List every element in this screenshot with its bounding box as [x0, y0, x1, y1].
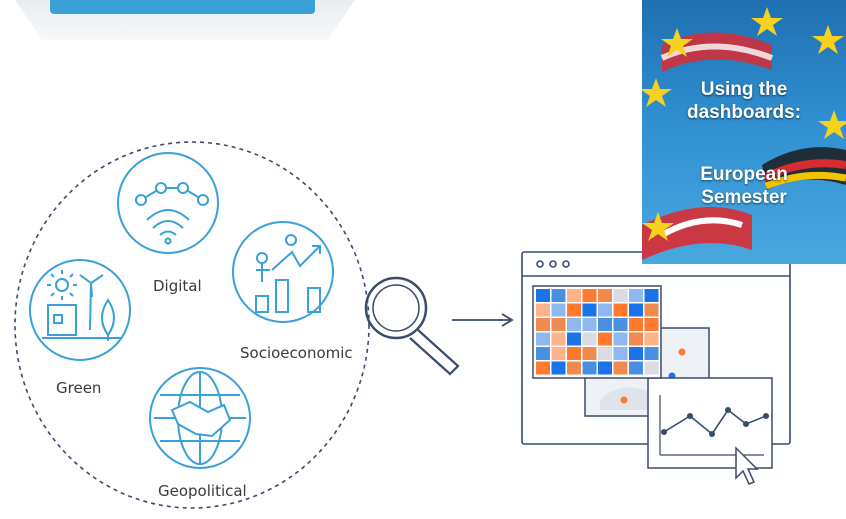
magnifier-icon	[364, 276, 460, 376]
heatmap-cell	[644, 347, 659, 360]
heatmap-cell	[536, 361, 550, 375]
heatmap-cell	[598, 318, 612, 331]
cover-line-2: dashboards:	[686, 102, 802, 123]
heatmap-cell	[567, 361, 581, 375]
heatmap-cell	[582, 347, 597, 360]
green-label: Green	[56, 379, 102, 397]
heatmap-cell	[598, 332, 612, 346]
flags-stars-art	[642, 7, 846, 260]
heatmap-cell	[582, 318, 597, 331]
heatmap-cell	[629, 318, 643, 331]
heatmap-cell	[551, 303, 566, 317]
heatmap-cell	[644, 318, 659, 331]
socioeconomic-label: Socioeconomic	[240, 344, 353, 362]
heatmap-panel	[532, 285, 662, 379]
heatmap-cell	[536, 303, 550, 317]
european-semester-cover[interactable]: Using the dashboards: European Semester	[642, 0, 846, 264]
heatmap-cell	[598, 289, 612, 302]
heatmap-cell	[644, 361, 659, 375]
heatmap-cell	[551, 318, 566, 331]
socioeconomic-icon	[232, 221, 334, 323]
digital-icon	[117, 152, 219, 254]
heatmap-cell	[598, 361, 612, 375]
heatmap-cell	[582, 289, 597, 302]
heatmap-cell	[536, 347, 550, 360]
cover-line-3: European	[700, 164, 788, 185]
heatmap-cell	[551, 332, 566, 346]
heatmap-cell	[567, 347, 581, 360]
green-icon	[29, 259, 131, 361]
heatmap-cell	[629, 361, 643, 375]
heatmap-cell	[629, 303, 643, 317]
heatmap-cell	[613, 318, 628, 331]
heatmap-cell	[613, 303, 628, 317]
heatmap-cell	[567, 318, 581, 331]
heatmap-cell	[644, 332, 659, 346]
arrow-icon	[452, 313, 514, 327]
heatmap-cell	[567, 289, 581, 302]
heatmap-cell	[613, 347, 628, 360]
digital-label: Digital	[153, 277, 202, 295]
heatmap-cell	[582, 332, 597, 346]
heatmap-cell	[613, 289, 628, 302]
heatmap-cell	[598, 347, 612, 360]
cover-line-4: Semester	[701, 187, 787, 208]
heatmap-cell	[629, 347, 643, 360]
heatmap-cell	[582, 303, 597, 317]
heatmap-cell	[598, 303, 612, 317]
themes-dashed-circle	[14, 141, 370, 509]
heatmap-cell	[644, 303, 659, 317]
heatmap-cell	[613, 332, 628, 346]
geopolitical-label: Geopolitical	[158, 482, 247, 500]
heatmap-cell	[567, 303, 581, 317]
heatmap-cell	[582, 361, 597, 375]
heatmap-cell	[536, 289, 550, 302]
heatmap-cell	[551, 347, 566, 360]
heatmap-cell	[551, 289, 566, 302]
heatmap-cell	[567, 332, 581, 346]
heatmap-cell	[551, 361, 566, 375]
heatmap-cell	[629, 289, 643, 302]
heatmap-cell	[536, 332, 550, 346]
top-banner-button[interactable]	[50, 0, 315, 14]
heatmap-cell	[536, 318, 550, 331]
heatmap-cell	[644, 289, 659, 302]
heatmap-cell	[613, 361, 628, 375]
cover-line-1: Using the	[700, 79, 788, 100]
heatmap-cell	[629, 332, 643, 346]
line-chart-panel	[647, 377, 773, 485]
geopolitical-icon	[149, 367, 251, 469]
